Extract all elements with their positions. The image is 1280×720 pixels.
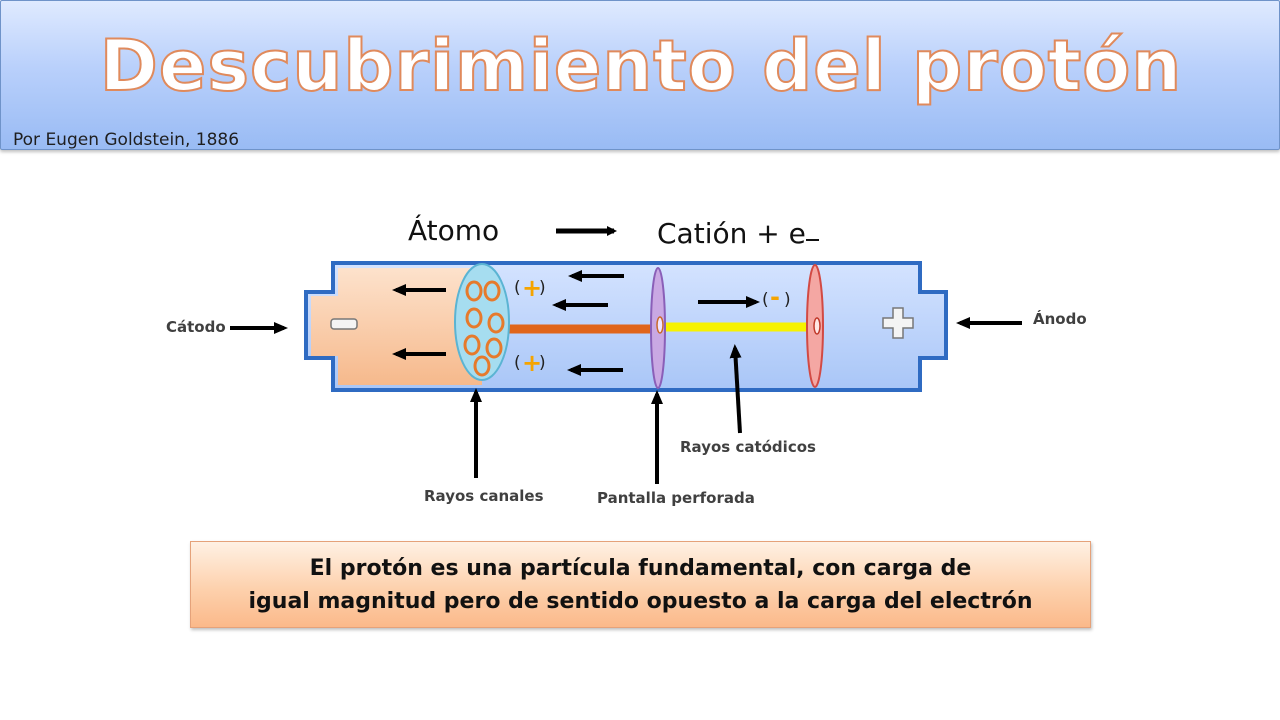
- cathode-rays-label: Rayos catódicos: [680, 438, 816, 456]
- screen-hole: [656, 316, 664, 334]
- definition-line-1: El protón es una partícula fundamental, …: [309, 555, 972, 581]
- anode-hole: [813, 317, 821, 335]
- equation-cation: Catión + e: [657, 217, 806, 250]
- cathode-disc: [454, 263, 510, 381]
- external-pointers: [230, 317, 1022, 484]
- slide-subtitle: Por Eugen Goldstein, 1886: [13, 130, 240, 150]
- canal-rays-label: Rayos canales: [424, 487, 544, 505]
- positive-charge-upper: ( + ): [514, 274, 546, 302]
- svg-text:): ): [539, 353, 546, 373]
- svg-text:(: (: [514, 278, 521, 298]
- anode-plus-icon: [882, 307, 914, 339]
- perforated-screen-label: Pantalla perforada: [597, 489, 755, 507]
- definition-line-2: igual magnitud pero de sentido opuesto a…: [248, 588, 1033, 614]
- svg-text:): ): [784, 290, 791, 310]
- negative-charge: ( - ): [762, 283, 791, 311]
- svg-text:(: (: [762, 290, 769, 310]
- cathode-label: Cátodo: [166, 318, 226, 336]
- svg-text:+: +: [522, 274, 542, 302]
- anode-label: Ánodo: [1033, 309, 1087, 328]
- svg-text:+: +: [522, 349, 542, 377]
- svg-text:(: (: [514, 353, 521, 373]
- svg-text:): ): [539, 278, 546, 298]
- positive-charge-lower: ( + ): [514, 349, 546, 377]
- slide-title: Descubrimiento del protón: [99, 25, 1183, 107]
- cathode-rays-pointer: [729, 344, 742, 434]
- title-banner: Descubrimiento del protón Por Eugen Gold…: [0, 0, 1280, 150]
- cathode-minus-icon: [330, 318, 358, 330]
- cathode-holes: [463, 280, 505, 377]
- svg-text:-: -: [770, 283, 780, 311]
- internal-arrows: [392, 270, 760, 376]
- definition-box: El protón es una partícula fundamental, …: [190, 541, 1091, 628]
- equation-atom: Átomo: [408, 213, 499, 247]
